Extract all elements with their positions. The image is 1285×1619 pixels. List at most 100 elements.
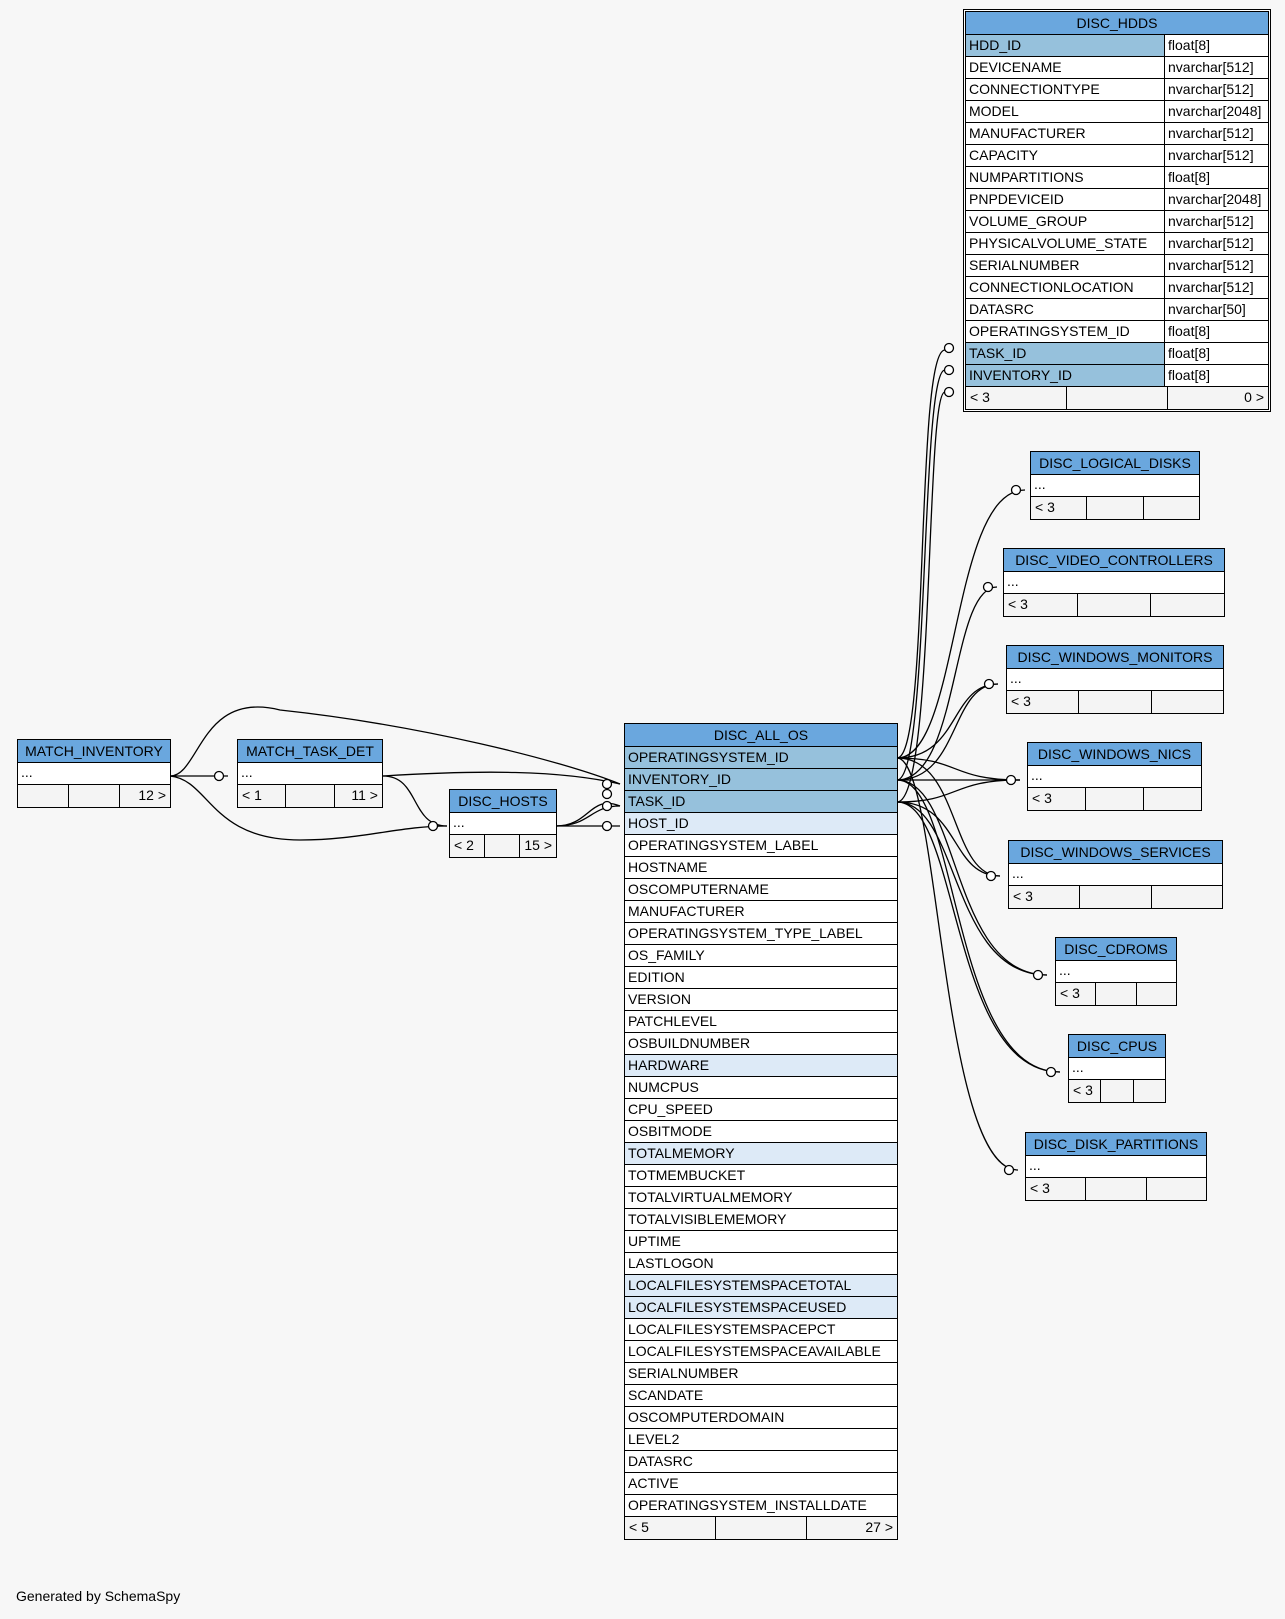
column-name: ACTIVE [628, 1475, 679, 1491]
footer-parents[interactable]: < 3 [1073, 1082, 1093, 1098]
table-footer: < 3 0 > [966, 387, 1268, 409]
column-name: INVENTORY_ID [969, 367, 1072, 383]
footer-parents[interactable]: < 3 [1032, 790, 1052, 806]
table-title: DISC_HDDS [966, 12, 1268, 35]
column-name: SCANDATE [628, 1387, 704, 1403]
column-row: MANUFACTURER nvarchar[512] [966, 123, 1268, 145]
table-match-task-det[interactable]: MATCH_TASK_DET ... < 1 11 > [237, 739, 383, 808]
table-disc-hosts[interactable]: DISC_HOSTS ... < 2 15 > [449, 789, 557, 858]
footer-parents[interactable]: < 3 [1008, 596, 1028, 612]
column-name: INVENTORY_ID [628, 771, 731, 787]
column-row: TOTALVIRTUALMEMORY [625, 1187, 897, 1209]
table-footer: < 1 11 > [238, 785, 382, 807]
column-type: nvarchar[512] [1164, 255, 1268, 276]
column-type: float[8] [1164, 343, 1268, 364]
footer-children[interactable]: 12 > [119, 785, 170, 807]
footer-parents[interactable]: < 3 [1035, 499, 1055, 515]
table-disc-video-controllers[interactable]: DISC_VIDEO_CONTROLLERS ... < 3 [1003, 548, 1225, 617]
footer-parents[interactable]: < 3 [1030, 1180, 1050, 1196]
footer-children[interactable] [1150, 594, 1224, 616]
table-disc-disk-partitions[interactable]: DISC_DISK_PARTITIONS ... < 3 [1025, 1132, 1207, 1201]
table-title: MATCH_INVENTORY [18, 740, 170, 763]
column-row: OPERATINGSYSTEM_LABEL [625, 835, 897, 857]
footer-children[interactable] [1150, 886, 1222, 908]
column-row: SERIALNUMBER [625, 1363, 897, 1385]
column-row: LOCALFILESYSTEMSPACEUSED [625, 1297, 897, 1319]
footer-mid [1100, 1080, 1132, 1102]
footer-children[interactable]: 15 > [519, 835, 556, 857]
column-row: HARDWARE [625, 1055, 897, 1077]
table-disc-windows-services[interactable]: DISC_WINDOWS_SERVICES ... < 3 [1008, 840, 1223, 909]
footer-parents[interactable]: < 3 [1011, 693, 1031, 709]
column-name: TOTMEMBUCKET [628, 1167, 746, 1183]
column-row: LASTLOGON [625, 1253, 897, 1275]
footer-parents[interactable]: < 1 [242, 787, 262, 803]
column-name: MANUFACTURER [969, 125, 1086, 141]
footer-mid [1079, 886, 1150, 908]
column-type: nvarchar[512] [1164, 79, 1268, 100]
column-type: nvarchar[2048] [1164, 189, 1268, 210]
column-row: OPERATINGSYSTEM_TYPE_LABEL [625, 923, 897, 945]
column-row: SCANDATE [625, 1385, 897, 1407]
column-name: TOTALVIRTUALMEMORY [628, 1189, 793, 1205]
column-name: LEVEL2 [628, 1431, 680, 1447]
column-row: TASK_ID [625, 791, 897, 813]
table-ellipsis: ... [1009, 864, 1222, 886]
table-disc-windows-monitors[interactable]: DISC_WINDOWS_MONITORS ... < 3 [1006, 645, 1224, 714]
table-title: DISC_WINDOWS_MONITORS [1007, 646, 1223, 669]
footer-parents[interactable]: < 3 [970, 389, 990, 405]
column-type: nvarchar[512] [1164, 57, 1268, 78]
column-name: OSBUILDNUMBER [628, 1035, 751, 1051]
footer-children[interactable] [1150, 691, 1223, 713]
footer-parents[interactable] [18, 785, 68, 807]
column-name: LOCALFILESYSTEMSPACEAVAILABLE [628, 1343, 881, 1359]
footer-mid [285, 785, 333, 807]
footer-parents[interactable]: < 2 [454, 837, 474, 853]
column-row: EDITION [625, 967, 897, 989]
table-ellipsis: ... [1056, 961, 1176, 983]
table-ellipsis: ... [1026, 1156, 1206, 1178]
table-disc-logical-disks[interactable]: DISC_LOGICAL_DISKS ... < 3 [1030, 451, 1200, 520]
column-type: float[8] [1164, 321, 1268, 342]
table-disc-windows-nics[interactable]: DISC_WINDOWS_NICS ... < 3 [1027, 742, 1202, 811]
footer-children[interactable]: 11 > [333, 785, 382, 807]
footer-mid [1086, 497, 1142, 519]
table-footer: < 3 [1004, 594, 1224, 616]
column-name: TASK_ID [628, 793, 686, 809]
table-disc-cdroms[interactable]: DISC_CDROMS ... < 3 [1055, 937, 1177, 1006]
footer-children[interactable] [1143, 788, 1201, 810]
footer-mid [1085, 1178, 1145, 1200]
footer-parents[interactable]: < 3 [1013, 888, 1033, 904]
footer-children[interactable] [1135, 983, 1176, 1005]
footer-children[interactable] [1145, 1178, 1206, 1200]
table-match-inventory[interactable]: MATCH_INVENTORY ... 12 > [17, 739, 171, 808]
table-footer: < 3 [1028, 788, 1201, 810]
column-type: nvarchar[512] [1164, 145, 1268, 166]
column-type: float[8] [1164, 167, 1268, 188]
column-type: nvarchar[512] [1164, 123, 1268, 144]
table-disc-cpus[interactable]: DISC_CPUS ... < 3 [1068, 1034, 1166, 1103]
column-name: TOTALVISIBLEMEMORY [628, 1211, 787, 1227]
footer-parents[interactable]: < 5 [629, 1519, 649, 1535]
column-type: nvarchar[512] [1164, 233, 1268, 254]
column-type: float[8] [1164, 365, 1268, 386]
footer-children[interactable]: 0 > [1167, 387, 1268, 409]
column-type: float[8] [1164, 35, 1268, 56]
footer-parents[interactable]: < 3 [1060, 985, 1080, 1001]
column-name: MANUFACTURER [628, 903, 745, 919]
table-title: DISC_WINDOWS_SERVICES [1009, 841, 1222, 864]
table-title: DISC_WINDOWS_NICS [1028, 743, 1201, 766]
footer-children[interactable] [1132, 1080, 1165, 1102]
column-name: EDITION [628, 969, 685, 985]
table-ellipsis: ... [238, 763, 382, 785]
column-name: OPERATINGSYSTEM_TYPE_LABEL [628, 925, 863, 941]
footer-children[interactable] [1142, 497, 1199, 519]
footer-children[interactable]: 27 > [806, 1517, 897, 1539]
